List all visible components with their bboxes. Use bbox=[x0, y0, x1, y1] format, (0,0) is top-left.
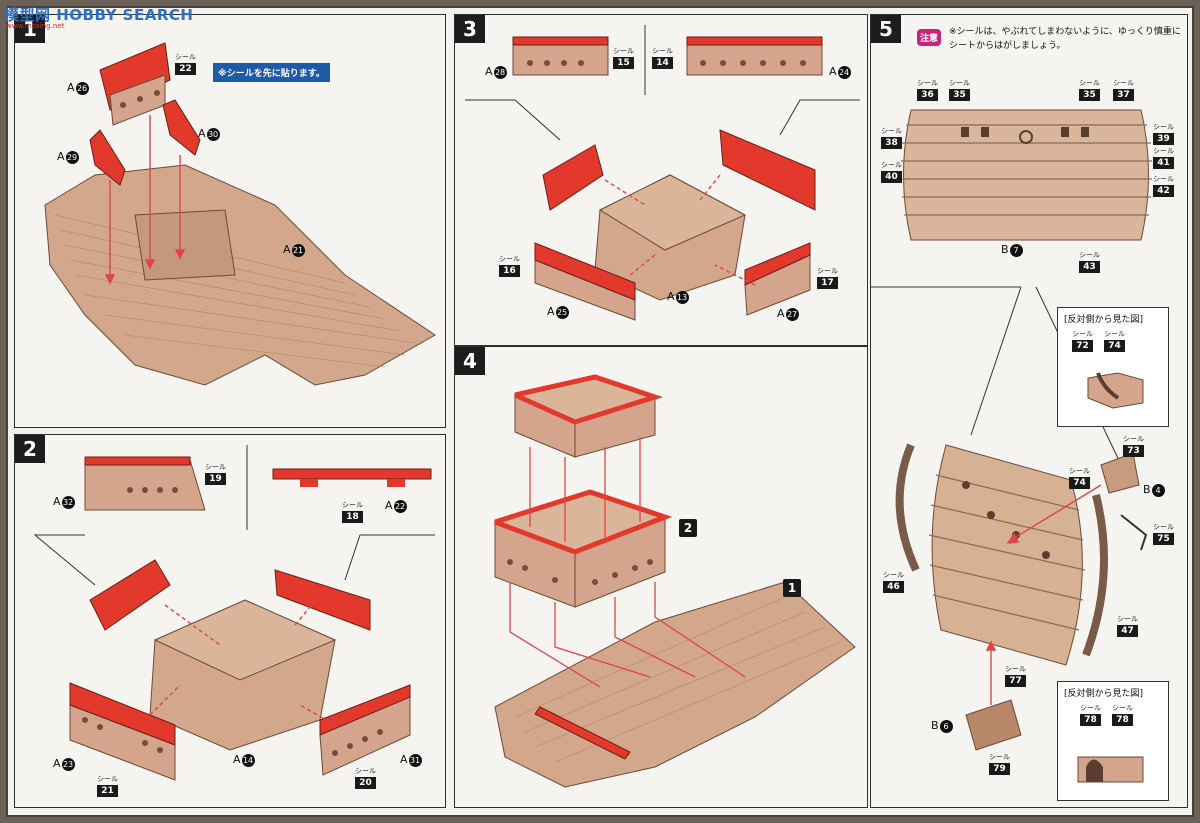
step-4-subassembly-1: 1 bbox=[783, 579, 801, 597]
step-5-number: 5 bbox=[871, 15, 901, 43]
caution-text: ※シールは、やぶれてしまわないように、ゆっくり慎重に シートからはがしましょう。 bbox=[949, 27, 1181, 51]
inset-bottom-illustration bbox=[1077, 756, 1144, 783]
step-2-number: 2 bbox=[15, 435, 45, 463]
step-1-illustration bbox=[44, 42, 436, 386]
step-1-note: ※シールを先に貼ります。 bbox=[213, 63, 330, 82]
step-4-subassembly-2: 2 bbox=[679, 519, 697, 537]
step-3-illustration bbox=[465, 25, 860, 321]
watermark-logo: 模型网 HOBBY SEARCH bbox=[4, 6, 194, 24]
caution-badge: 注意 bbox=[917, 29, 942, 46]
step-5-illustration bbox=[871, 109, 1152, 751]
step-4-illustration bbox=[493, 374, 856, 788]
step-5-panel: 5 注意 ※シールは、やぶれてしまわないように、ゆっくり慎重に シートからはがし… bbox=[870, 14, 1188, 808]
step-2-illustration bbox=[33, 445, 435, 781]
step-4-number: 4 bbox=[455, 347, 485, 375]
step-4-panel: 4 2 1 bbox=[454, 346, 868, 808]
step-3-number: 3 bbox=[455, 15, 485, 43]
inset-top-illustration bbox=[1087, 372, 1144, 409]
watermark-url: www.moxing.net bbox=[6, 22, 65, 30]
step-1-number: 1 bbox=[15, 15, 45, 43]
